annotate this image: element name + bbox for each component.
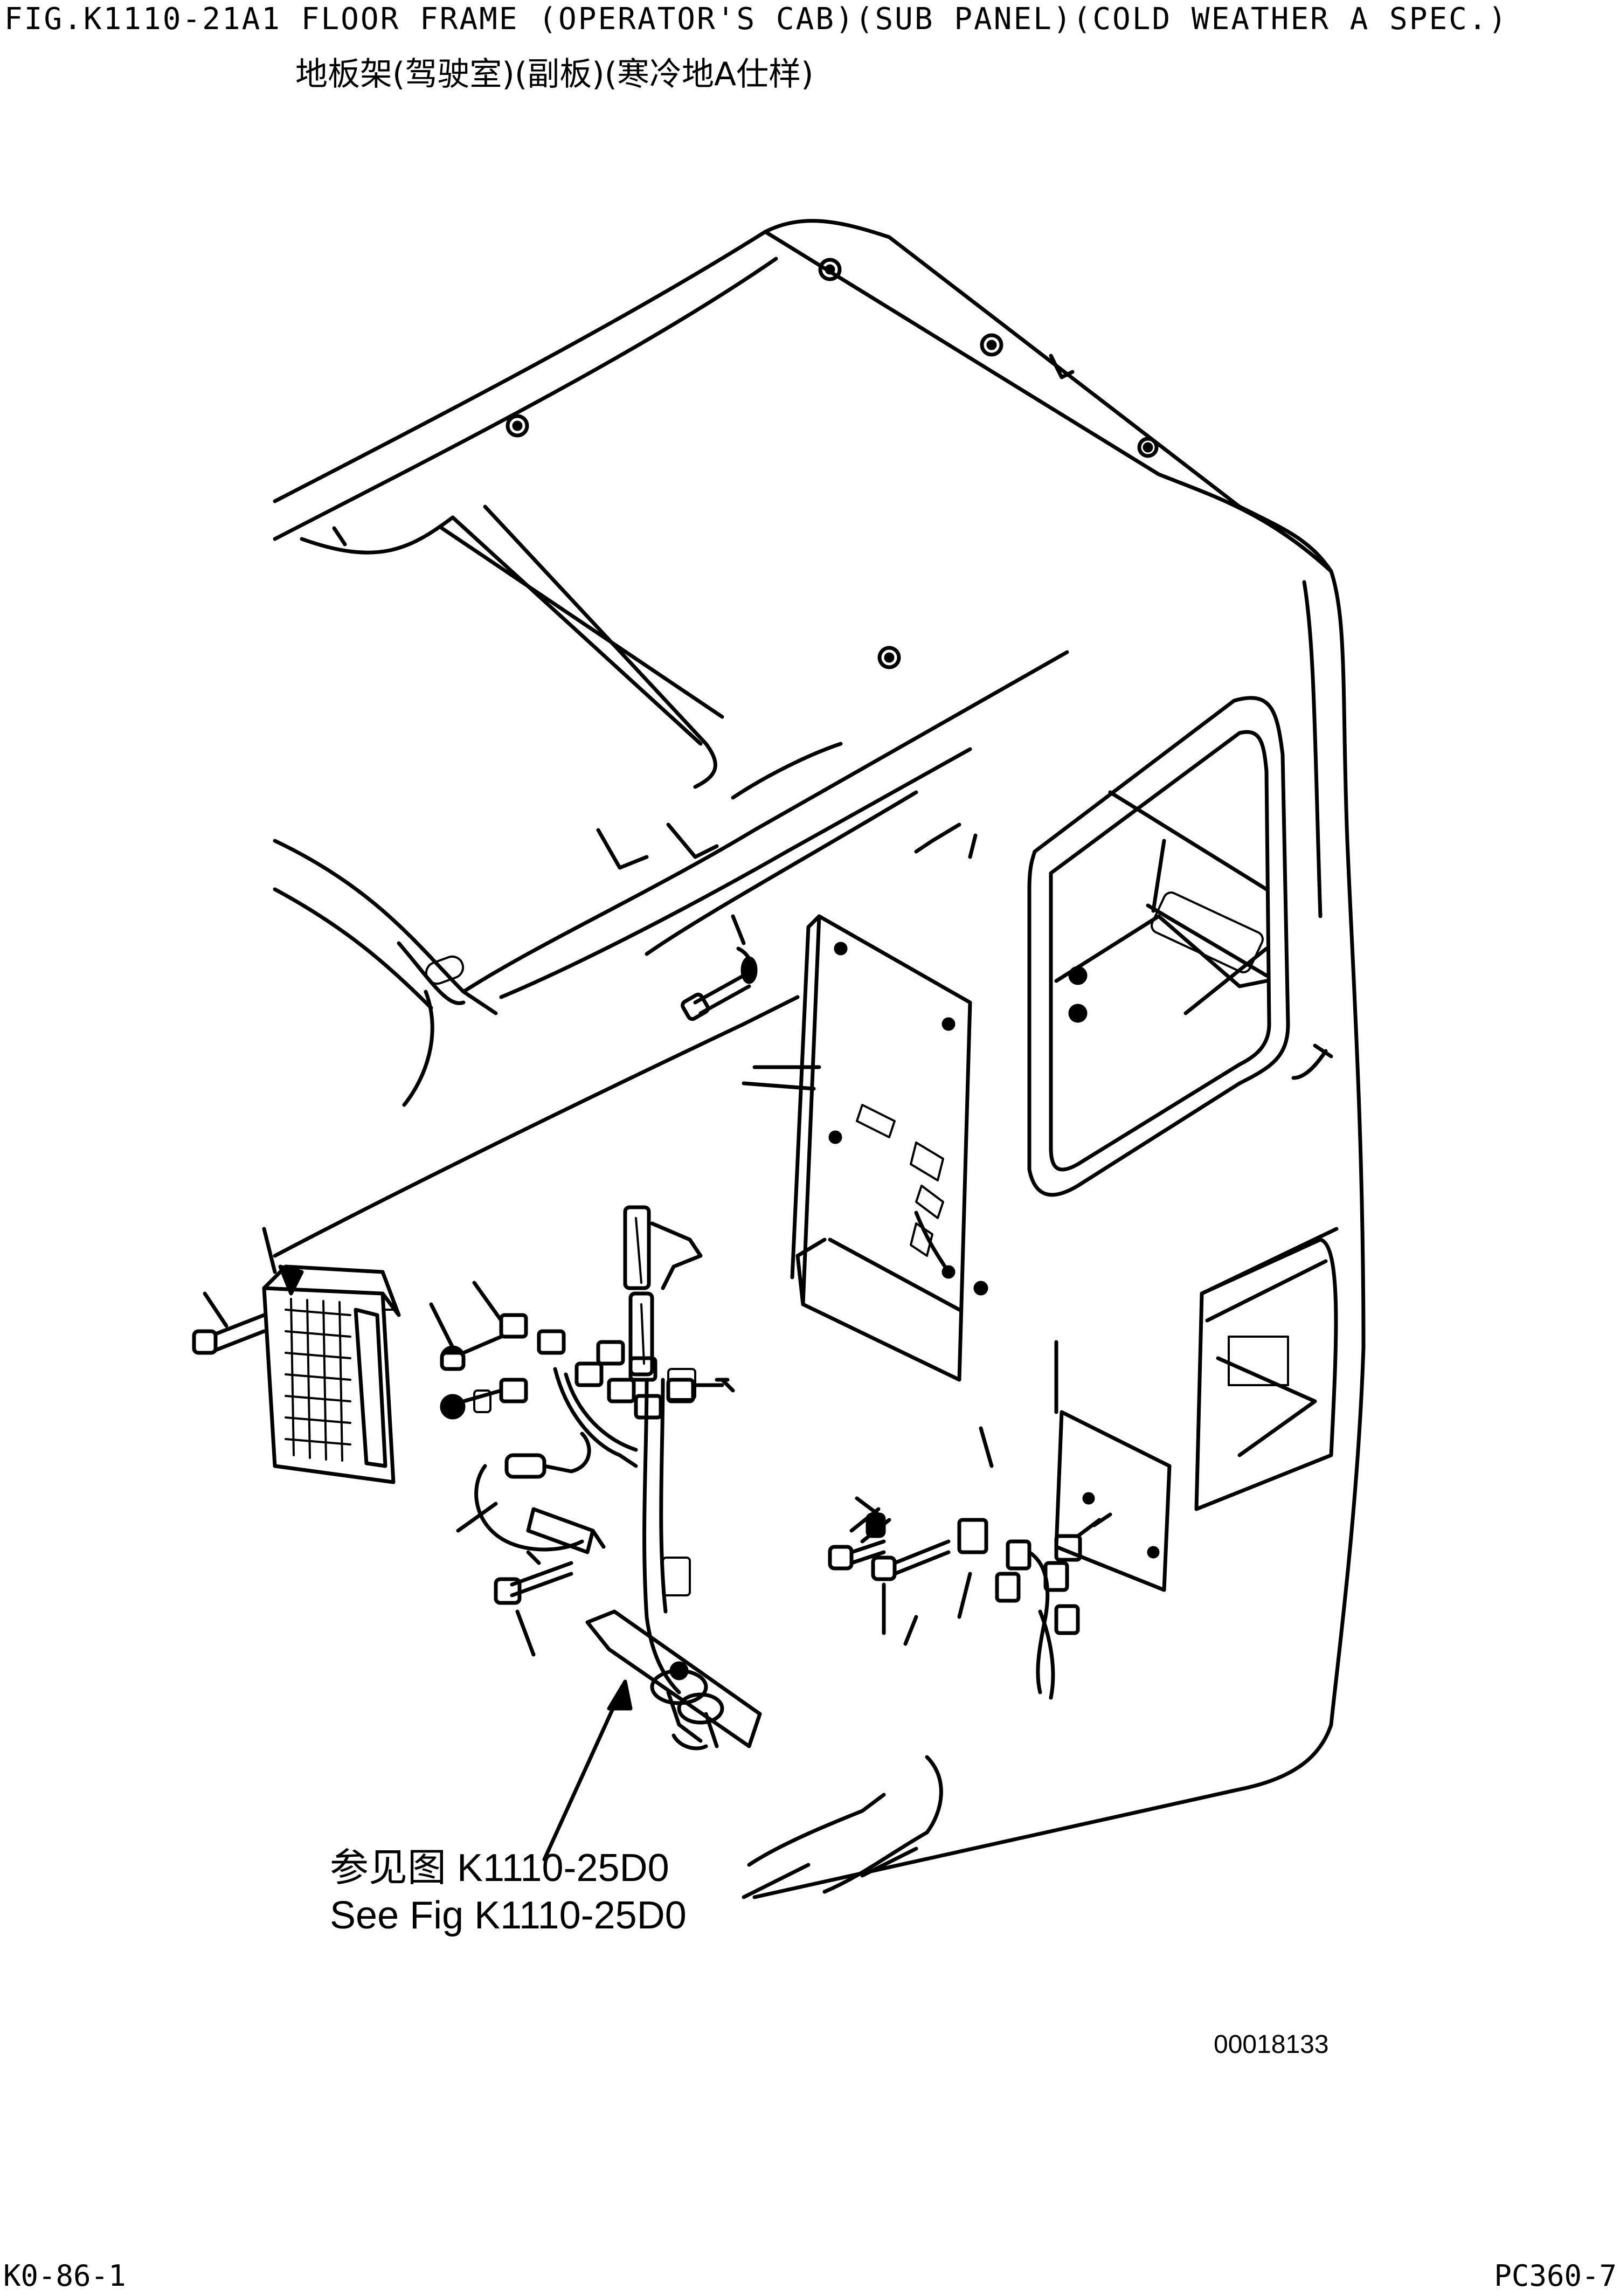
reference-label-cn: 参见图 K1110-25D0 xyxy=(330,1847,669,1890)
bolt-upper xyxy=(681,742,978,1021)
lower-bracket xyxy=(585,1609,762,1751)
figure-title-cn: 地板架(驾驶室)(副板)(寒冷地A仕样) xyxy=(295,56,814,93)
sub-panel-right xyxy=(828,1211,1172,1700)
reference-label-en: See Fig K1110-25D0 xyxy=(330,1894,687,1937)
page-code: K0-86-1 xyxy=(3,2259,126,2293)
reference-arrow xyxy=(542,1679,633,1862)
leader-lines xyxy=(526,1081,994,1646)
cab-roof xyxy=(273,219,1333,1107)
controller-unit xyxy=(192,995,800,1484)
sub-panel-center xyxy=(752,914,972,1382)
figure-title-en: FIG.K1110-21A1 FLOOR FRAME (OPERATOR'S C… xyxy=(4,2,1508,37)
machine-model: PC360-7 xyxy=(1494,2259,1617,2293)
drawing-number: 00018133 xyxy=(1214,2030,1329,2059)
cab-side-frame xyxy=(742,569,1366,1899)
relays-and-harness xyxy=(429,1205,730,1695)
